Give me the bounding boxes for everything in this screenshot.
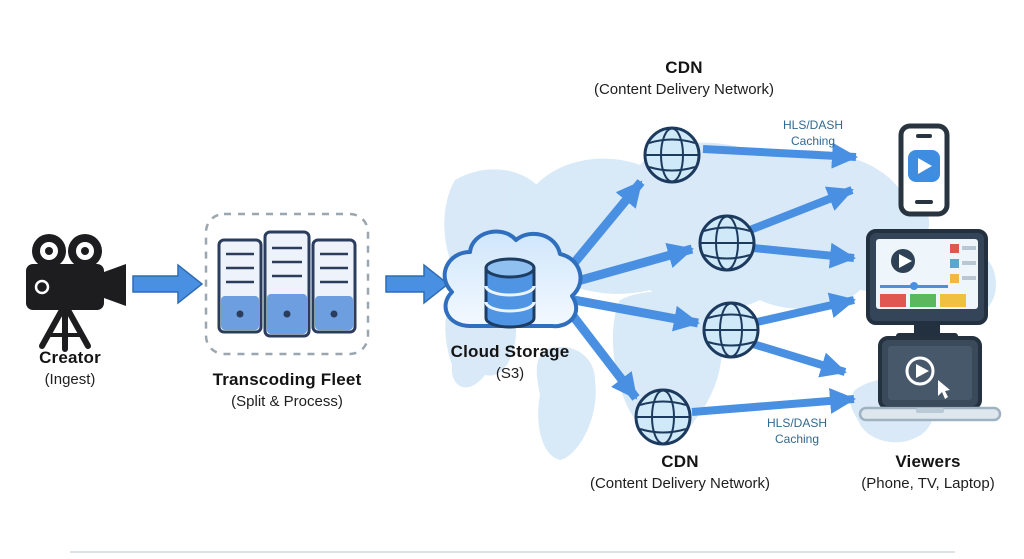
creator-title: Creator: [39, 348, 101, 367]
server-tower: [263, 230, 311, 338]
server-tower: [311, 238, 357, 334]
arrow-creator-to-transcoding: [132, 263, 204, 305]
transcoding-subtitle: (Split & Process): [231, 393, 343, 410]
cloud-storage-label: Cloud Storage (S3): [451, 342, 570, 382]
tv-icon: [866, 229, 988, 340]
server-tower: [217, 238, 263, 334]
cloud-storage-title: Cloud Storage: [450, 342, 570, 361]
arrow-storage-to-cdn4: [566, 309, 640, 401]
arrow-storage-to-cdn3: [573, 295, 700, 332]
flow-arrows: [132, 142, 858, 416]
hls-top-line1: HLS/DASH: [782, 118, 844, 132]
cdn-bottom-title: CDN: [661, 452, 699, 471]
cdn-top-title: CDN: [665, 58, 703, 77]
arrow-storage-to-cdn1: [566, 179, 645, 271]
cdn-top-subtitle: (Content Delivery Network): [593, 81, 775, 98]
cdn-node-globe-icon: [643, 126, 701, 184]
hls-dash-caching-note-bottom: HLS/DASH Caching: [767, 415, 827, 447]
cdn-bottom-subtitle: (Content Delivery Network): [589, 475, 771, 492]
server-rack-icon: [204, 212, 370, 356]
creator-subtitle: (Ingest): [44, 371, 96, 388]
laptop-icon: [858, 336, 1002, 422]
cdn-node-globe-icon: [702, 301, 760, 359]
cdn-bottom-label: CDN (Content Delivery Network): [590, 452, 770, 492]
cloud-database-icon: [442, 229, 583, 329]
viewers-label: Viewers (Phone, TV, Laptop): [861, 452, 994, 492]
cdn-node-globe-icon: [698, 214, 756, 272]
transcoding-title: Transcoding Fleet: [212, 370, 362, 389]
viewers-title: Viewers: [895, 452, 961, 471]
arrow-storage-to-cdn2: [572, 242, 694, 287]
transcoding-fleet-boundary: [204, 212, 370, 356]
creator-label: Creator (Ingest): [39, 348, 101, 388]
arrow-cdn2-to-phone: [748, 186, 854, 234]
transcoding-label: Transcoding Fleet (Split & Process): [213, 370, 362, 410]
arrow-cdn2-to-tv: [752, 242, 856, 269]
hls-dash-caching-note-top: HLS/DASH Caching: [783, 117, 843, 149]
viewers-subtitle: (Phone, TV, Laptop): [861, 475, 995, 492]
smartphone-icon: [898, 123, 950, 217]
cloud-storage-subtitle: (S3): [495, 365, 525, 382]
hls-bottom-line1: HLS/DASH: [766, 416, 828, 430]
arrow-cdn3-to-laptop: [751, 340, 847, 378]
video-camera-icon: [26, 234, 126, 352]
arrow-cdn4-to-laptop: [691, 387, 856, 416]
hls-top-line2: Caching: [790, 134, 836, 149]
cdn-node-globe-icon: [634, 388, 692, 446]
arrow-cdn3-to-tv: [756, 292, 856, 326]
arrow-transcoding-to-storage: [385, 263, 450, 305]
hls-bottom-line2: Caching: [774, 432, 820, 447]
cdn-top-label: CDN (Content Delivery Network): [594, 58, 774, 98]
arrow-cdn1-to-phone: [702, 142, 858, 169]
